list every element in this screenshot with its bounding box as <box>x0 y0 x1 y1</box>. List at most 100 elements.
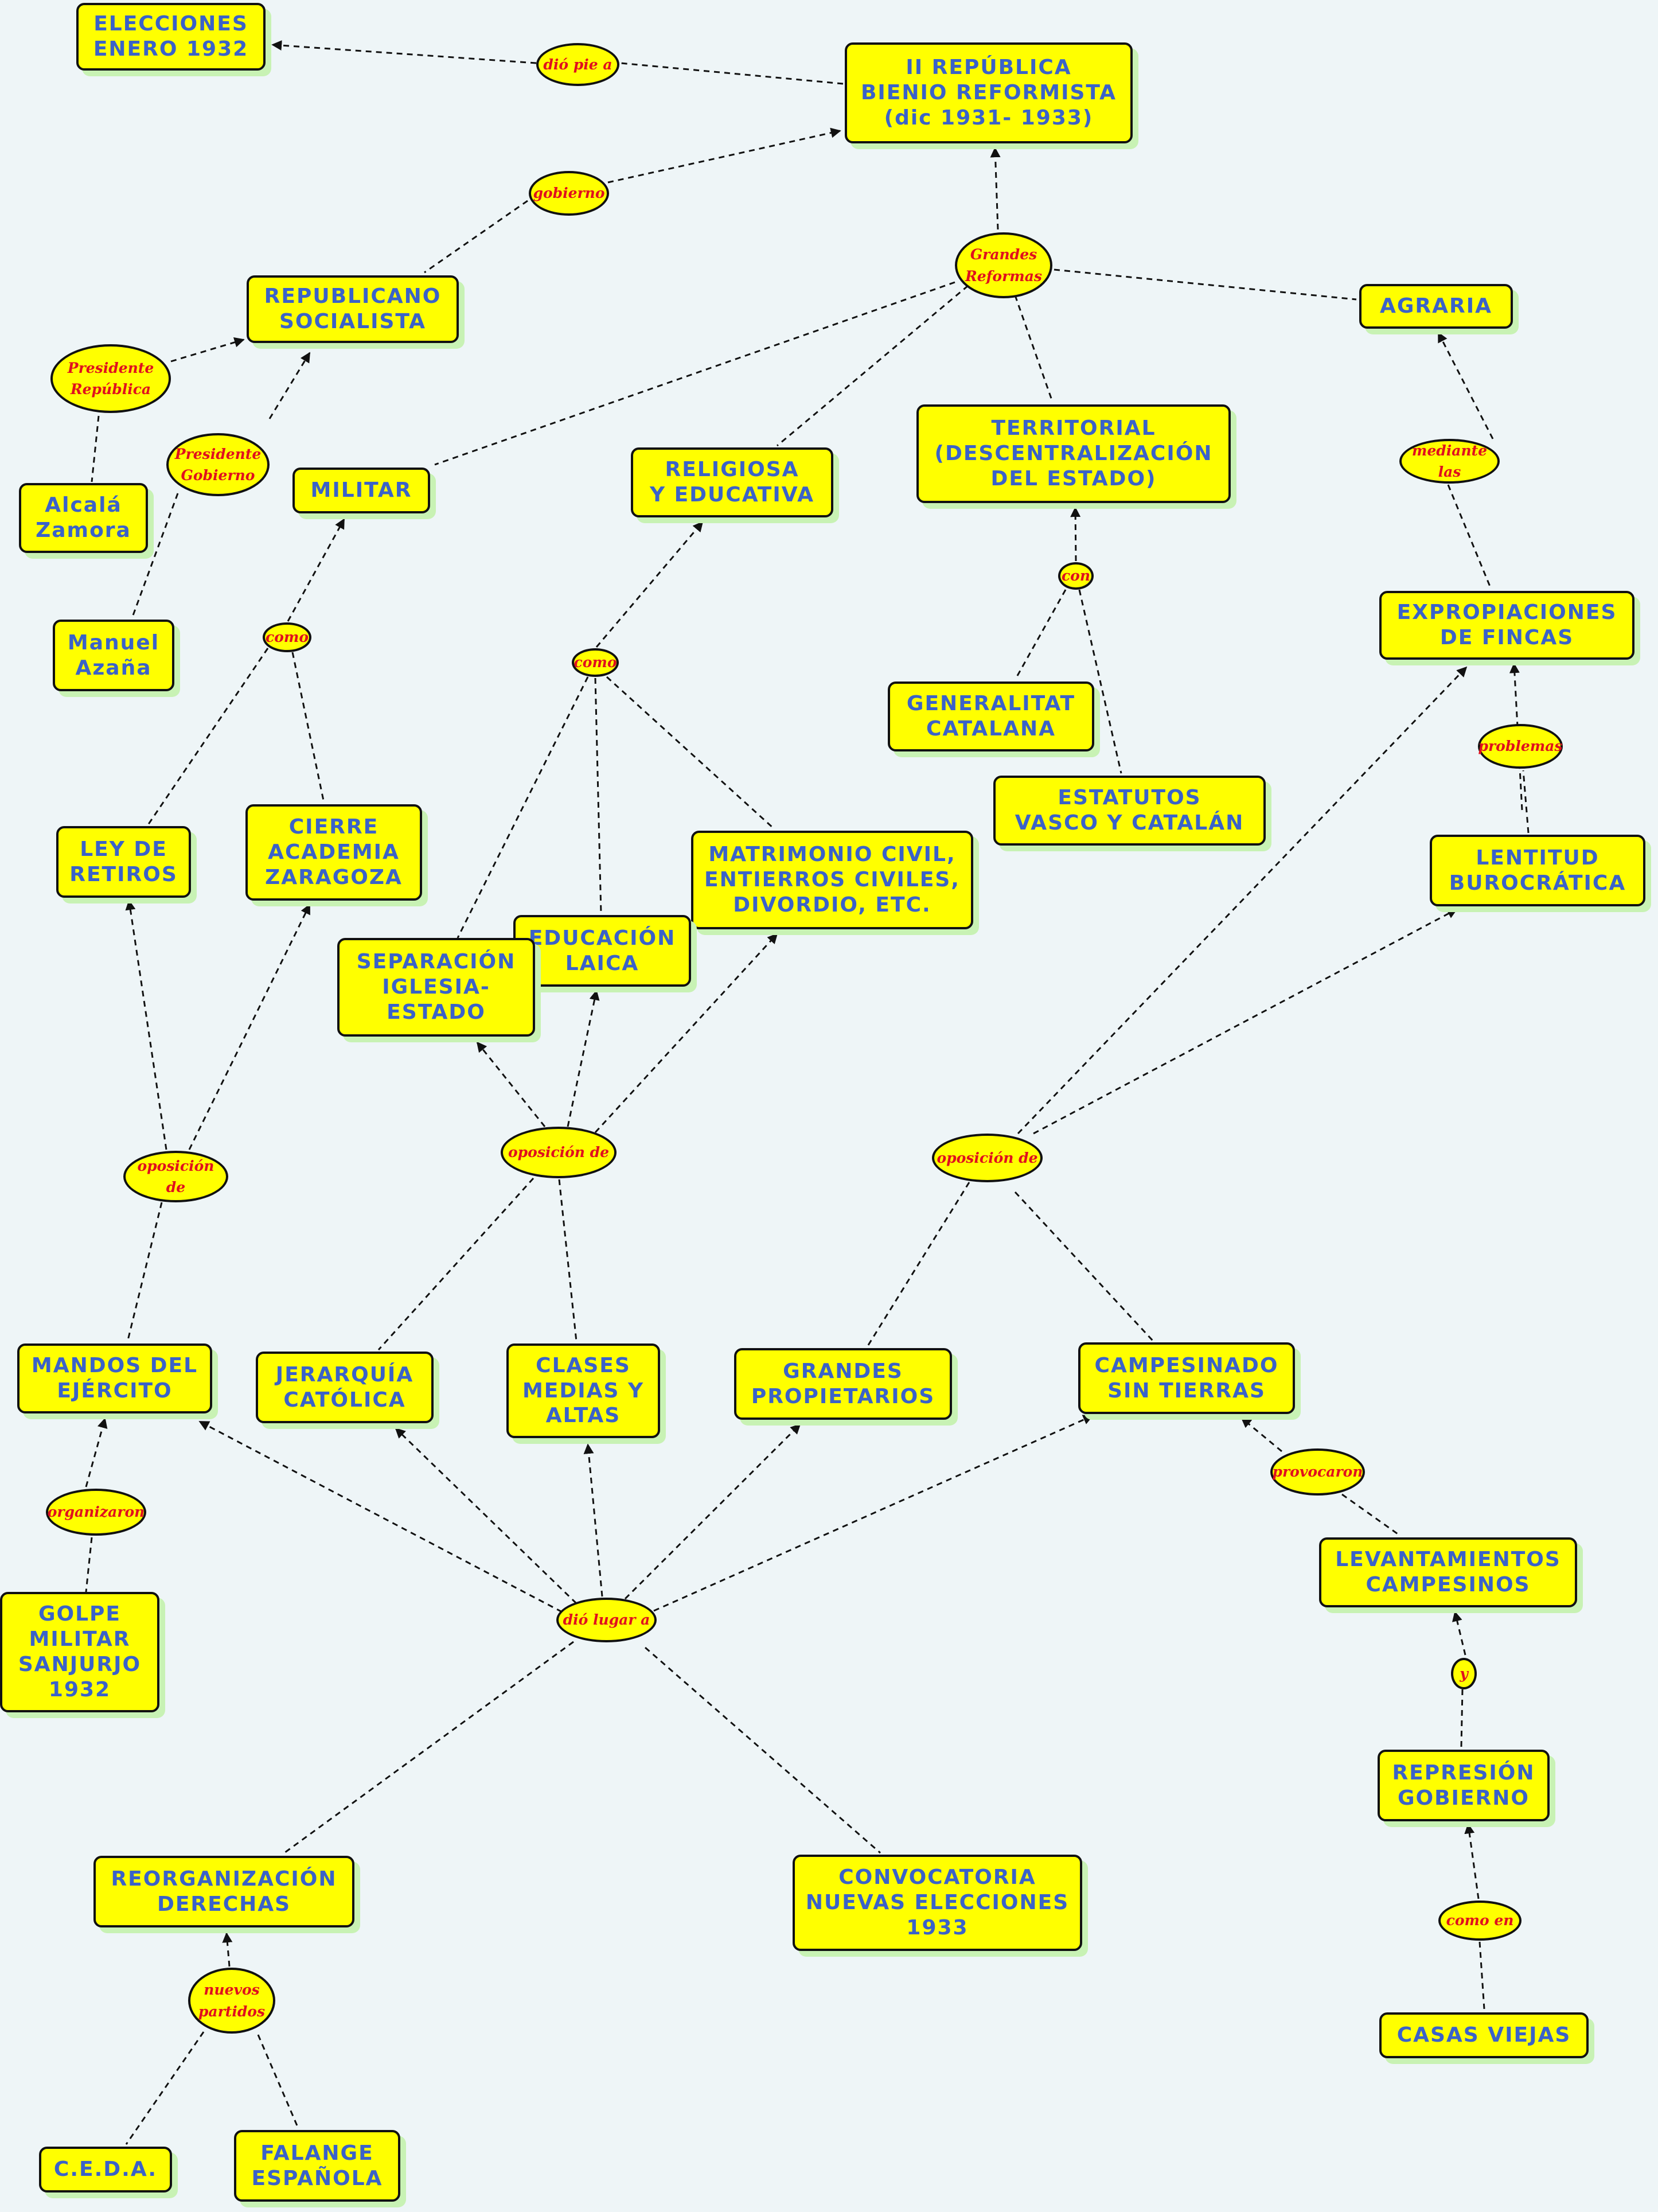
arrow-connector-41 <box>1452 1611 1466 1656</box>
link-grandes-reformas: Grandes Reformas <box>955 232 1052 298</box>
node-separacion-iglesia-estado: SEPARACIÓN IGLESIA- ESTADO <box>337 938 535 1037</box>
dashed-connector-0 <box>620 62 844 85</box>
node-expropiaciones-de-fincas: EXPROPIACIONES DE FINCAS <box>1379 591 1634 660</box>
arrow-connector-35 <box>1017 666 1468 1135</box>
dashed-connector-6 <box>91 415 100 482</box>
arrow-connector-7 <box>268 352 311 419</box>
node-mandos-del-ejercito: MANDOS DEL EJÉRCITO <box>17 1343 212 1413</box>
node-levantamientos-campesinos: LEVANTAMIENTOS CAMPESINOS <box>1319 1537 1577 1607</box>
dashed-connector-10 <box>434 281 955 466</box>
link-organizaron: organizaron <box>46 1489 146 1536</box>
dashed-connector-53 <box>645 1646 881 1854</box>
link-presidente-gobierno: Presidente Gobierno <box>166 433 270 496</box>
node-represion-gobierno: REPRESIÓN GOBIERNO <box>1378 1750 1550 1821</box>
arrow-connector-13 <box>1437 332 1494 439</box>
dashed-connector-34 <box>558 1179 578 1342</box>
node-agraria: AGRARIA <box>1359 284 1513 329</box>
dashed-connector-46 <box>85 1537 93 1592</box>
dashed-connector-23 <box>594 677 602 914</box>
node-jerarquia-catolica: JERARQUÍA CATÓLICA <box>256 1352 434 1423</box>
dashed-connector-4 <box>424 200 528 274</box>
node-militar: MILITAR <box>292 468 430 513</box>
node-reorganizacion-derechas: REORGANIZACIÓN DERECHAS <box>93 1856 354 1927</box>
node-territorial: TERRITORIAL (DESCENTRALIZACIÓN DEL ESTAD… <box>916 404 1231 503</box>
link-mediante-las: mediante las <box>1399 439 1500 484</box>
dashed-connector-37 <box>866 1182 970 1348</box>
arrow-connector-50 <box>624 1423 801 1600</box>
dashed-connector-24 <box>606 676 775 830</box>
link-dio-lugar-a: dió lugar a <box>556 1598 657 1642</box>
node-casas-viejas: CASAS VIEJAS <box>1379 2012 1589 2058</box>
arrow-connector-27 <box>125 899 167 1150</box>
arrow-connector-1 <box>271 40 537 64</box>
node-grandes-propietarios: GRANDES PROPIETARIOS <box>734 1348 952 1420</box>
arrow-connector-18 <box>287 518 345 622</box>
node-generalitat-catalana: GENERALITAT CATALANA <box>888 681 1094 751</box>
link-oposicion-de-religiosa: oposición de <box>501 1127 617 1178</box>
arrow-connector-39 <box>1240 1417 1282 1452</box>
arrow-connector-30 <box>476 1041 546 1127</box>
dashed-connector-8 <box>131 493 179 619</box>
link-como-religiosa: como <box>572 648 619 677</box>
dashed-connector-29 <box>126 1202 163 1343</box>
arrow-connector-48 <box>395 1427 578 1605</box>
dashed-connector-26 <box>1522 770 1530 834</box>
dashed-connector-17 <box>1078 589 1122 774</box>
dashed-connector-22 <box>457 676 589 938</box>
node-ceda: C.E.D.A. <box>39 2147 172 2192</box>
link-dio-pie-a: dió pie a <box>536 43 619 86</box>
dashed-connector-44 <box>1478 1941 1485 2010</box>
arrow-connector-47 <box>198 1420 563 1613</box>
node-golpe-militar-sanjurjo: GOLPE MILITAR SANJURJO 1932 <box>0 1592 159 1712</box>
node-clases-medias-y-altas: CLASES MEDIAS Y ALTAS <box>506 1343 660 1438</box>
link-presidente-republica: Presidente República <box>50 344 171 413</box>
node-educacion-laica: EDUCACIÓN LAICA <box>513 915 691 987</box>
node-elecciones-enero-1932: ELECCIONES ENERO 1932 <box>76 3 266 71</box>
node-matrimonio-civil: MATRIMONIO CIVIL, ENTIERROS CIVILES, DIV… <box>691 831 973 929</box>
node-republicano-socialista: REPUBLICANO SOCIALISTA <box>247 275 459 343</box>
link-provocaron: provocaron <box>1270 1448 1365 1496</box>
arrow-connector-3 <box>607 127 841 184</box>
dashed-connector-56 <box>257 2034 299 2129</box>
dashed-connector-19 <box>147 648 269 825</box>
arrow-connector-15 <box>1070 507 1081 562</box>
dashed-connector-20 <box>291 652 325 804</box>
arrow-connector-54 <box>222 1932 233 1967</box>
dashed-connector-9 <box>1054 268 1357 301</box>
dashed-connector-40 <box>1341 1493 1400 1536</box>
arrow-connector-5 <box>170 337 245 363</box>
link-nuevos-partidos: nuevos partidos <box>188 1968 275 2034</box>
node-falange-espanola: FALANGE ESPAÑOLA <box>234 2130 400 2202</box>
arrow-connector-36 <box>1033 908 1458 1135</box>
node-manuel-azana: Manuel Azaña <box>53 620 174 691</box>
node-convocatoria-nuevas-elecciones: CONVOCATORIA NUEVAS ELECCIONES 1933 <box>793 1855 1082 1951</box>
dashed-connector-12 <box>1014 295 1054 402</box>
arrow-connector-31 <box>567 990 600 1127</box>
arrow-connector-28 <box>188 904 311 1150</box>
arrow-connector-43 <box>1464 1823 1480 1899</box>
node-religiosa-y-educativa: RELIGIOSA Y EDUCATIVA <box>631 447 833 517</box>
arrow-connector-45 <box>85 1417 108 1487</box>
dashed-connector-16 <box>1014 589 1067 680</box>
node-ii-republica-bienio-reformista: II REPÚBLICA BIENIO REFORMISTA (dic 1931… <box>845 42 1133 143</box>
dashed-connector-42 <box>1460 1689 1464 1747</box>
arrow-connector-49 <box>583 1443 603 1597</box>
node-estatutos-vasco-y-catalan: ESTATUTOS VASCO Y CATALÁN <box>993 776 1266 846</box>
node-campesinado-sin-tierras: CAMPESINADO SIN TIERRAS <box>1078 1342 1295 1414</box>
node-cierre-academia-zaragoza: CIERRE ACADEMIA ZARAGOZA <box>245 804 422 901</box>
dashed-connector-55 <box>125 2031 205 2145</box>
node-alcala-zamora: Alcalá Zamora <box>19 483 148 553</box>
dashed-connector-38 <box>1014 1191 1154 1342</box>
arrow-connector-51 <box>653 1415 1094 1612</box>
arrow-connector-2 <box>990 147 1001 230</box>
link-como-en: como en <box>1438 1901 1522 1941</box>
link-como-militar: como <box>263 622 311 652</box>
arrow-connector-32 <box>594 933 778 1134</box>
dashed-connector-52 <box>282 1641 574 1855</box>
link-gobierno: gobierno <box>529 171 609 216</box>
dashed-connector-14 <box>1447 484 1492 590</box>
node-lentitud-burocratica: LENTITUD BUROCRÁTICA <box>1430 835 1645 906</box>
dashed-connector-11 <box>777 285 969 447</box>
